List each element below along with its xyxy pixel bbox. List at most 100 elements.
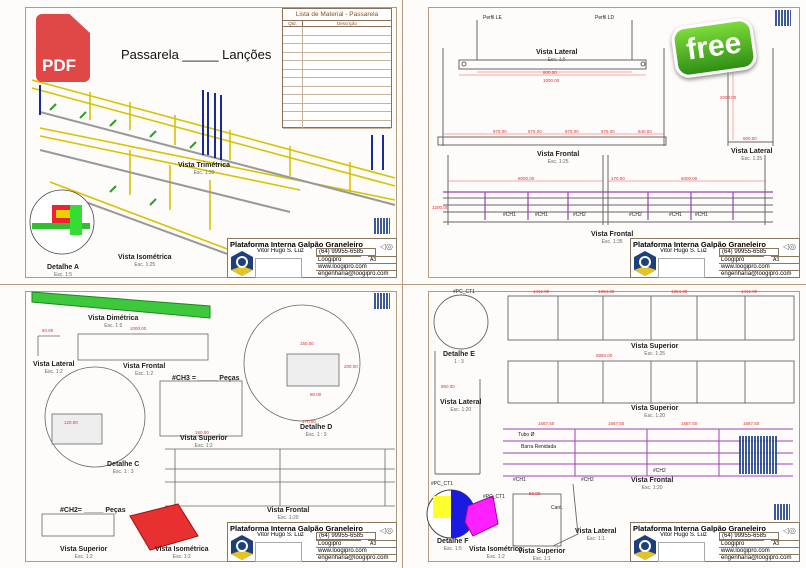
dimension: 170.00 <box>302 419 316 424</box>
sheet-1: PDF Passarela _____ Lanções Lista de Mat… <box>0 0 403 284</box>
connection-details-drawing <box>31 291 395 551</box>
dimension: 1364.30 <box>671 289 688 294</box>
dimension: 6000.00 <box>518 176 535 181</box>
dimension: 1687.50 <box>608 421 625 426</box>
projection-symbol-icon: ◁◎ <box>782 242 796 251</box>
email: engenharia@loogipro.com <box>316 270 396 277</box>
bom-row <box>283 52 391 61</box>
qr-code <box>374 218 390 234</box>
dimension: 1687.50 <box>743 421 760 426</box>
pdf-label: PDF <box>42 56 76 75</box>
projection-symbol-icon: ◁◎ <box>379 526 393 535</box>
phone: (64) 99955-6585 <box>719 532 779 540</box>
bom-row <box>283 86 391 95</box>
title-block: Plataforma Interna Galpão Graneleiro ◁◎ … <box>630 522 800 562</box>
dimension: 940.00 <box>638 129 652 134</box>
pdf-file-icon: PDF <box>36 14 90 82</box>
dimension: 170.00 <box>611 176 625 181</box>
company-logo <box>231 535 253 560</box>
company-name: Loogipro <box>316 540 361 547</box>
sheet-4: #PC_CT1 #PC_CT1 #PC_CT1 Tubo Ø Barra Ren… <box>403 284 806 568</box>
sheet-frame <box>25 7 397 278</box>
website: www.loogipro.com <box>719 263 799 270</box>
company-logo <box>634 535 656 560</box>
website: www.loogipro.com <box>719 547 799 554</box>
dimension: 120.00 <box>64 420 78 425</box>
dimension: 1412.90 <box>533 289 550 294</box>
part-tag: Cant. <box>551 505 563 511</box>
sheet-divider-horizontal <box>0 284 806 285</box>
sheet-3: #CH3 = _____ Peças #CH2= _____ Peças 100… <box>0 284 403 568</box>
dimension: 2000.00 <box>720 95 737 100</box>
part-tag: #CH1 <box>503 212 516 218</box>
company-logo <box>231 251 253 276</box>
bom-row <box>283 112 391 121</box>
title-block: Plataforma Interna Galpão Graneleiro ◁◎ … <box>227 522 397 562</box>
disclaimer-note <box>658 258 705 278</box>
company-name: Loogipro <box>316 256 361 263</box>
part-quantity-title: #CH3 = _____ Peças <box>172 375 240 382</box>
dimension: 975.00 <box>601 129 615 134</box>
sheet-frame <box>428 7 800 278</box>
profile-tag: Perfil LE <box>483 15 502 21</box>
dimension: 800.00 <box>543 70 557 75</box>
part-tag: #PC_CT1 <box>431 481 453 487</box>
bom-desc-header: Descrição <box>336 21 357 26</box>
email: engenharia@loogipro.com <box>719 270 799 277</box>
dimension: 1687.50 <box>538 421 555 426</box>
dimension: 1412.90 <box>741 289 758 294</box>
project-name: Plataforma Interna Galpão Graneleiro <box>230 240 363 249</box>
website: www.loogipro.com <box>316 547 396 554</box>
part-tag: #CH2 <box>653 468 666 474</box>
part-tag: #PC_CT1 <box>483 494 505 500</box>
dimension: 1364.30 <box>598 289 615 294</box>
part-tag: #CH2 <box>581 477 594 483</box>
phone: (64) 99955-6585 <box>316 248 376 256</box>
dimension: 160.00 <box>195 430 209 435</box>
bom-row <box>283 69 391 78</box>
structure-views-drawing <box>426 294 795 547</box>
part-tag: Tubo Ø <box>518 432 535 438</box>
sheet-frame <box>25 291 397 562</box>
part-tag: #CH1 <box>513 477 526 483</box>
project-name: Plataforma Interna Galpão Graneleiro <box>230 524 363 533</box>
dimension: 200.00 <box>344 364 358 369</box>
company-name: Loogipro <box>719 540 764 547</box>
dimension: 975.00 <box>528 129 542 134</box>
title-block: Plataforma Interna Galpão Graneleiro ◁◎ … <box>630 238 800 278</box>
phone: (64) 99955-6585 <box>719 248 779 256</box>
paper-format: A3 <box>771 540 799 547</box>
dimension: 6000.00 <box>681 176 698 181</box>
disclaimer-note <box>255 258 302 278</box>
disclaimer-note <box>658 542 705 562</box>
part-quantity-title: #CH2= _____ Peças <box>60 507 126 514</box>
bom-row <box>283 44 391 53</box>
disclaimer-note <box>255 542 302 562</box>
qr-code <box>774 504 790 520</box>
qr-code <box>374 293 390 309</box>
dimension: 50.00 <box>529 491 541 496</box>
sheet-2: free Perfil LE Perfil LD #CH1 #CH1 #CH2 … <box>403 0 806 284</box>
dimension: 150.00 <box>300 341 314 346</box>
part-tag: #PC_CT1 <box>453 289 475 295</box>
author-name: Vitor Hugo S. Luz <box>257 248 304 254</box>
company-logo <box>634 251 656 276</box>
bom-row <box>283 27 391 36</box>
part-tag: #CH2 <box>573 212 586 218</box>
author-name: Vitor Hugo S. Luz <box>660 532 707 538</box>
